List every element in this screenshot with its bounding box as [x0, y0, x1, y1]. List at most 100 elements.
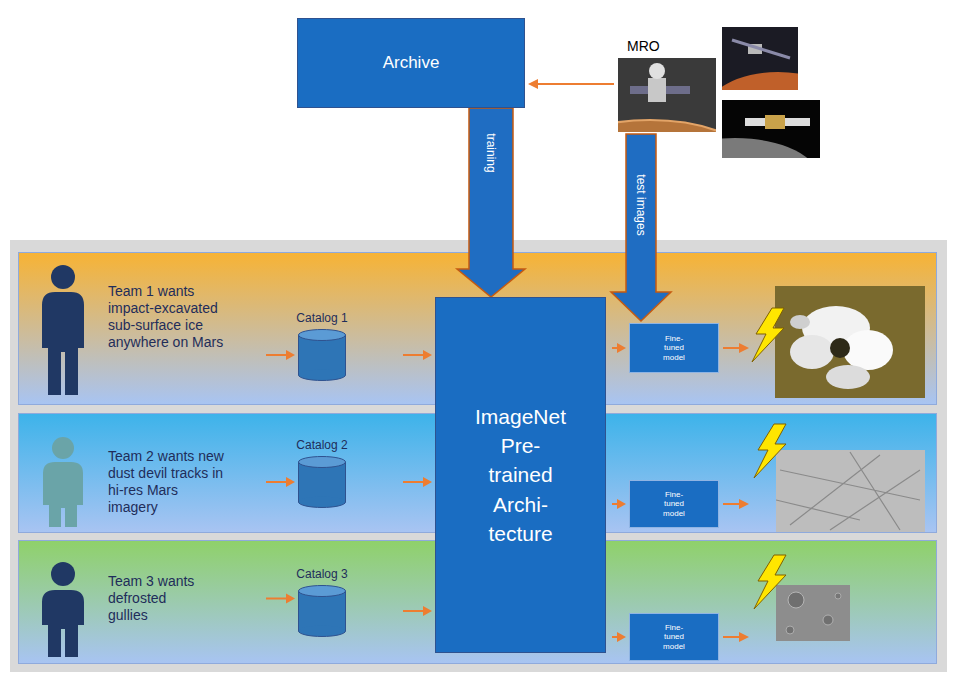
- database-cylinder: [299, 586, 346, 597]
- ice-photo: [790, 335, 834, 369]
- spacecraft-photo: [722, 72, 798, 90]
- archive-box: Archive: [297, 18, 525, 108]
- gully-photo: [776, 585, 850, 641]
- person-icon: [51, 562, 75, 586]
- flow-line: [403, 481, 424, 483]
- gully-photo: [776, 585, 850, 641]
- arrow-head: [286, 350, 295, 360]
- arrow-head: [423, 606, 432, 616]
- model-box: Fine- tuned model: [629, 323, 719, 373]
- team-request: Team 2 wants new dust devil tracks in hi…: [108, 448, 228, 516]
- spacecraft-label: MRO: [627, 38, 660, 55]
- flow-arrow: [403, 606, 432, 616]
- ice-photo: [775, 286, 925, 398]
- spacecraft-photo: [649, 63, 665, 79]
- data-flow-arrow: [537, 83, 614, 85]
- spacecraft-photo: [745, 118, 765, 126]
- lightning-bolt: [754, 424, 786, 478]
- block-arrow: [611, 134, 671, 321]
- arrow-head: [617, 499, 626, 509]
- data-flow-arrow: [723, 636, 740, 638]
- flow-arrow: [612, 499, 626, 509]
- database-cylinder: [299, 591, 346, 636]
- catalog-cylinder: Catalog 1: [294, 311, 350, 381]
- spacecraft-photo: [618, 120, 716, 132]
- model-box: Fine- tuned model: [629, 613, 719, 661]
- catalog-cylinder: Catalog 3: [294, 567, 350, 637]
- data-flow-arrow: [528, 79, 614, 89]
- arrow-head: [617, 632, 626, 642]
- block-arrow: [457, 108, 525, 297]
- flow-arrow: [612, 632, 626, 642]
- spacecraft-photo: [666, 86, 690, 94]
- flow-line: [266, 598, 287, 600]
- model-label: Fine- tuned model: [659, 490, 689, 518]
- person-icon: [43, 437, 83, 527]
- catalog-label: Catalog 2: [294, 438, 350, 453]
- data-flow-arrow: [739, 499, 749, 509]
- model-label: Fine- tuned model: [659, 334, 689, 362]
- flow-arrow: [612, 343, 626, 353]
- spacecraft-photo: [722, 138, 820, 158]
- spacecraft-photo: [618, 120, 716, 132]
- ice-photo: [775, 286, 925, 398]
- person-icon: [51, 265, 75, 289]
- spacecraft-photo: [785, 118, 810, 126]
- spacecraft-photo: [618, 58, 716, 132]
- flow-arrow: [403, 477, 432, 487]
- dust-devil-photo: [776, 450, 925, 532]
- catalog-cylinder: Catalog 2: [294, 438, 350, 508]
- flow-line: [266, 481, 287, 483]
- ice-photo: [826, 365, 870, 389]
- block-arrow: [457, 108, 525, 297]
- flow-line: [403, 610, 424, 612]
- person-icon: [42, 562, 84, 657]
- data-flow-arrow: [723, 503, 740, 505]
- arrow-label: training: [484, 131, 498, 174]
- gully-photo: [823, 615, 833, 625]
- arrow-head: [423, 350, 432, 360]
- lightning-bolt: [752, 308, 784, 362]
- spacecraft-photo: [722, 100, 820, 158]
- spacecraft-photo: [630, 86, 648, 94]
- team-request: Team 1 wants impact-excavated sub-surfac…: [108, 283, 228, 351]
- flow-arrow: [266, 477, 295, 487]
- ice-photo: [830, 338, 850, 358]
- database-cylinder: [299, 330, 346, 341]
- box-label: ImageNet Pre- trained Archi- tecture: [471, 402, 571, 549]
- flow-arrow: [403, 350, 432, 360]
- model-label: Fine- tuned model: [659, 623, 689, 651]
- gully-photo: [786, 626, 794, 634]
- database-cylinder: [298, 329, 346, 381]
- flow-arrow: [266, 594, 295, 604]
- ice-photo: [843, 330, 893, 370]
- data-flow-arrow: [723, 347, 740, 349]
- person-icon: [42, 590, 84, 657]
- ice-photo: [790, 315, 810, 329]
- model-architecture-box: ImageNet Pre- trained Archi- tecture: [435, 297, 606, 653]
- team-request: Team 3 wants defrosted gullies: [108, 573, 203, 624]
- gully-photo: [788, 592, 804, 608]
- data-flow-arrow: [528, 79, 538, 89]
- person-icon: [52, 437, 74, 459]
- box-label: Archive: [383, 53, 440, 73]
- flow-arrow: [266, 350, 295, 360]
- arrow-head: [286, 594, 295, 604]
- flow-line: [403, 354, 424, 356]
- spacecraft-photo: [732, 40, 790, 58]
- arrow-head: [286, 477, 295, 487]
- flow-line: [266, 354, 287, 356]
- data-flow-arrow: [739, 343, 749, 353]
- catalog-label: Catalog 3: [294, 567, 350, 582]
- person-icon: [43, 462, 83, 527]
- dust-devil-photo: [776, 452, 920, 530]
- database-cylinder: [298, 585, 346, 637]
- data-flow-arrow: [723, 632, 749, 642]
- catalog-label: Catalog 1: [294, 311, 350, 326]
- data-flow-arrow: [723, 343, 749, 353]
- database-cylinder: [299, 335, 346, 380]
- gully-photo: [835, 593, 841, 599]
- database-cylinder: [299, 462, 346, 507]
- data-flow-arrow: [723, 499, 749, 509]
- dust-devil-photo: [776, 450, 925, 532]
